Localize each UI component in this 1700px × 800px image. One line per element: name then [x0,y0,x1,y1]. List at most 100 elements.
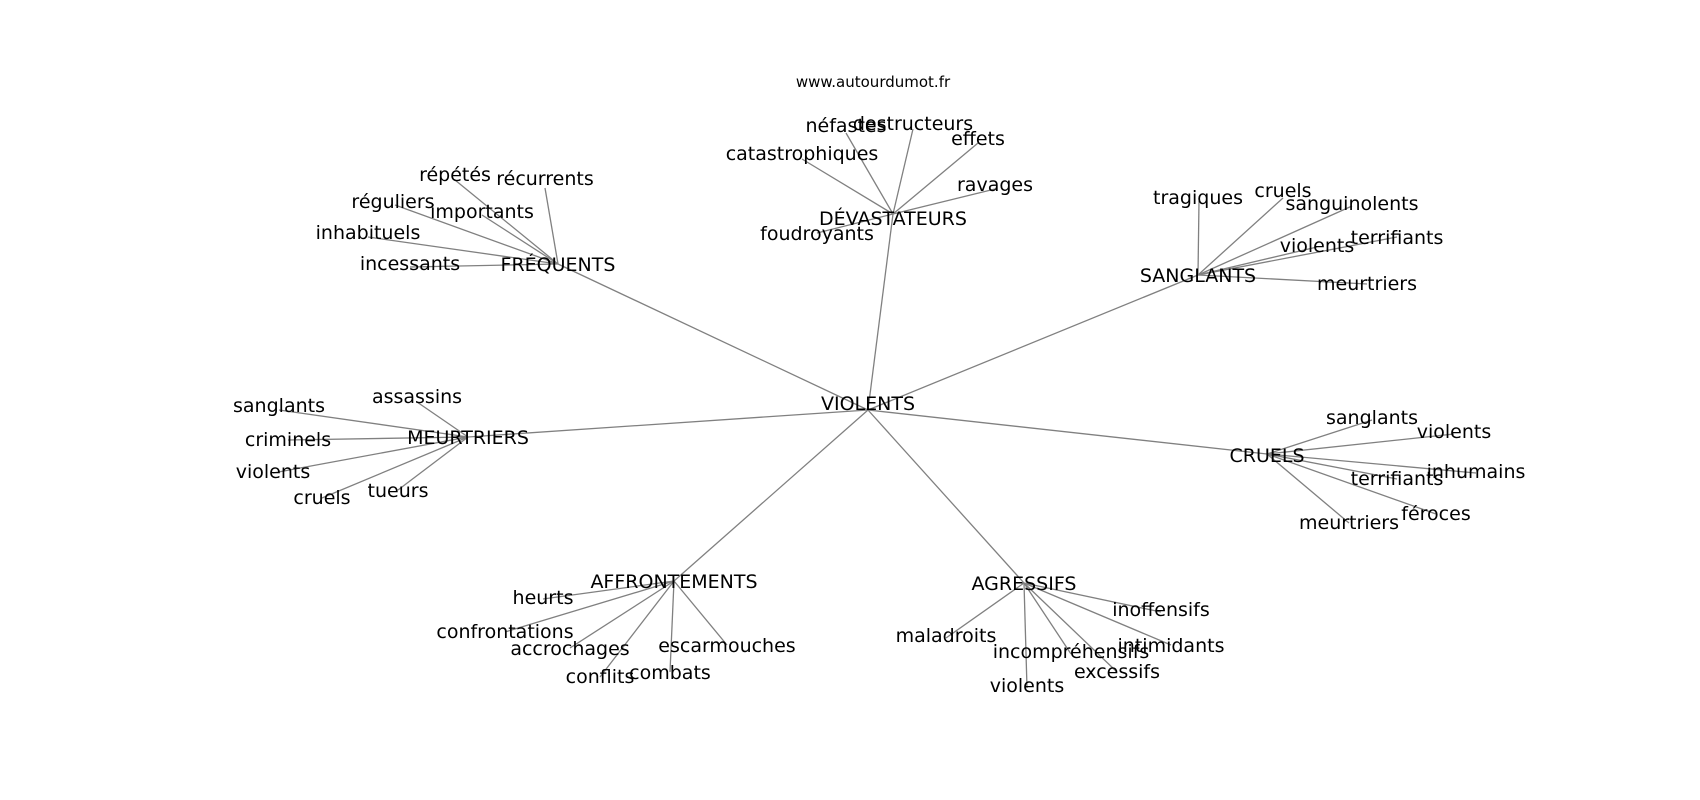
leaf-node-label: violents [1280,235,1355,257]
leaf-node-label: foudroyants [760,223,874,245]
edge-devastateurs-leaf [892,188,996,215]
edge-cruels-leaf [1266,419,1373,455]
leaf-node-label: inoffensifs [1112,599,1210,621]
leaf-node-label: assassins [372,386,462,408]
edge-meurtriers-leaf [321,436,469,499]
edge-cruels-leaf [1266,453,1437,515]
leaf-node-label: violents [236,461,311,483]
edge-devastateurs-leaf [816,213,894,234]
edge-center-affrontements [673,409,869,582]
leaf-node-label: incompréhensifs [993,641,1150,663]
leaf-node-label: tueurs [368,480,429,502]
leaf-node-label: destructeurs [853,113,973,135]
leaf-node-label: terrifiants [1351,468,1444,490]
leaf-node-label: inhumains [1427,461,1526,483]
edge-agressifs-leaf [945,582,1025,639]
leaf-node-label: féroces [1401,503,1470,525]
leaf-node-label: sanguinolents [1286,193,1419,215]
watermark: www.autourdumot.fr [796,73,951,91]
edge-agressifs-leaf [1023,582,1072,655]
edge-meurtriers-leaf [287,436,469,441]
edge-frequents-leaf [394,204,559,265]
edge-center-devastateurs [867,213,894,411]
leaf-node-label: effets [951,128,1005,150]
edge-frequents-leaf [367,236,559,265]
edge-cruels-leaf [1266,453,1350,524]
hub-node-label: FRÉQUENTS [501,253,616,276]
leaf-node-label: récurrents [496,168,594,190]
leaf-node-label: violents [1417,421,1492,443]
leaf-node-label: catastrophiques [726,143,879,165]
leaf-node-label: combats [629,662,711,684]
leaf-node-label: tragiques [1153,187,1243,209]
leaf-node-label: cruels [1254,180,1311,202]
edge-center-frequents [557,263,869,411]
hub-node-label: AGRESSIFS [972,573,1077,595]
edge-center-sanglants [867,274,1199,411]
edge-cruels-leaf [1266,433,1455,455]
edge-affrontements-leaf [542,580,675,600]
leaf-node-label: ravages [957,174,1033,196]
edge-meurtriers-leaf [278,409,469,438]
edge-meurtriers-leaf [397,436,469,491]
edge-agressifs-leaf [1023,582,1028,689]
leaf-node-label: accrochages [510,638,629,660]
edge-meurtriers-leaf [416,401,469,438]
leaf-node-label: conflits [566,666,635,688]
edge-affrontements-leaf [504,580,675,633]
hub-node-label: SANGLANTS [1140,265,1256,287]
leaf-node-label: meurtriers [1299,512,1399,534]
edge-frequents-leaf [409,263,559,268]
center-node-label: VIOLENTS [821,393,915,415]
edge-cruels-leaf [1266,453,1398,480]
edge-sanglants-leaf [1197,197,1284,276]
leaf-node-label: confrontations [436,621,573,643]
edge-affrontements-leaf [669,580,675,673]
leaf-node-label: excessifs [1074,661,1160,683]
leaf-node-label: violents [990,675,1065,697]
hub-node-label: DÉVASTATEURS [819,207,967,230]
leaf-node-label: meurtriers [1317,273,1417,295]
leaf-node-label: cruels [293,487,350,509]
edge-meurtriers-leaf [272,436,469,474]
edge-center-cruels [867,409,1268,455]
leaf-node-label: heurts [513,587,574,609]
edge-agressifs-leaf [1023,582,1118,673]
leaf-node-label: incessants [360,253,460,275]
leaf-node-label: importants [430,201,534,223]
edges-layer [272,128,1477,689]
edge-cruels-leaf [1266,453,1477,474]
edge-agressifs-leaf [1023,582,1162,613]
leaf-node-label: escarmouches [658,635,795,657]
edge-sanglants-leaf [1197,246,1318,276]
edge-affrontements-leaf [599,580,675,678]
edge-affrontements-leaf [673,580,728,646]
hub-node-label: CRUELS [1229,445,1304,467]
leaf-node-label: criminels [245,429,331,451]
leaf-node-label: inhabituels [316,222,421,244]
edge-devastateurs-leaf [892,142,979,215]
edge-center-agressifs [867,409,1025,584]
leaf-node-label: néfastes [805,115,886,137]
leaf-node-label: sanglants [1326,407,1418,429]
edge-sanglants-leaf [1197,205,1353,276]
leaf-node-label: réguliers [351,191,434,213]
edge-frequents-leaf [481,214,559,265]
edge-frequents-leaf [454,179,559,265]
leaf-node-label: intimidants [1118,635,1225,657]
leaf-node-label: répétés [419,164,491,186]
leaf-node-label: terrifiants [1351,227,1444,249]
edge-devastateurs-leaf [892,128,914,215]
leaf-node-label: sanglants [233,395,325,417]
hub-node-label: MEURTRIERS [407,427,529,449]
edge-devastateurs-leaf [845,132,894,215]
edge-sanglants-leaf [1197,274,1368,285]
hub-node-label: AFFRONTEMENTS [590,571,757,593]
leaf-node-label: maladroits [896,625,997,647]
edge-frequents-leaf [544,187,559,265]
edge-sanglants-leaf [1197,236,1398,276]
edge-sanglants-leaf [1197,200,1200,276]
edge-center-meurtriers [467,409,869,438]
